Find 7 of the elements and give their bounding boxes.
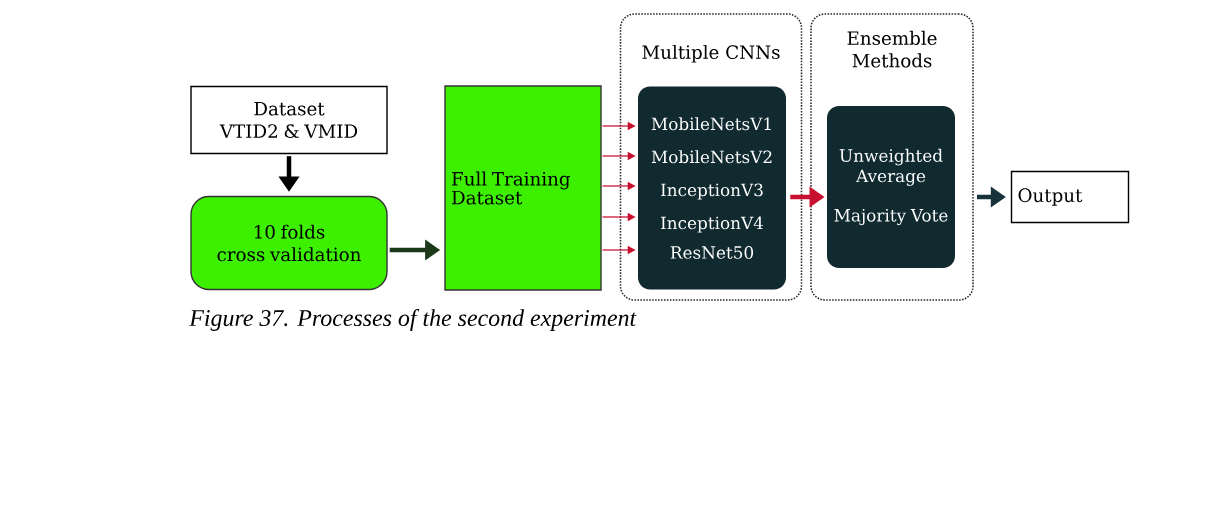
model-box: MobileNetsV1 MobileNetsV2 InceptionV3 InceptionV4 ResNet50 [638,86,786,290]
process-box: Dataset VTID2 & VMID [190,85,388,155]
process-box: Output [1010,170,1130,224]
process-box: 10 folds cross validation [190,195,388,291]
figure-caption: Figure 37. Processes of the second experiment [189,309,637,331]
model-box: Unweighted Average Majority Vote [827,106,955,268]
process-box: Full Training Dataset [444,85,602,291]
